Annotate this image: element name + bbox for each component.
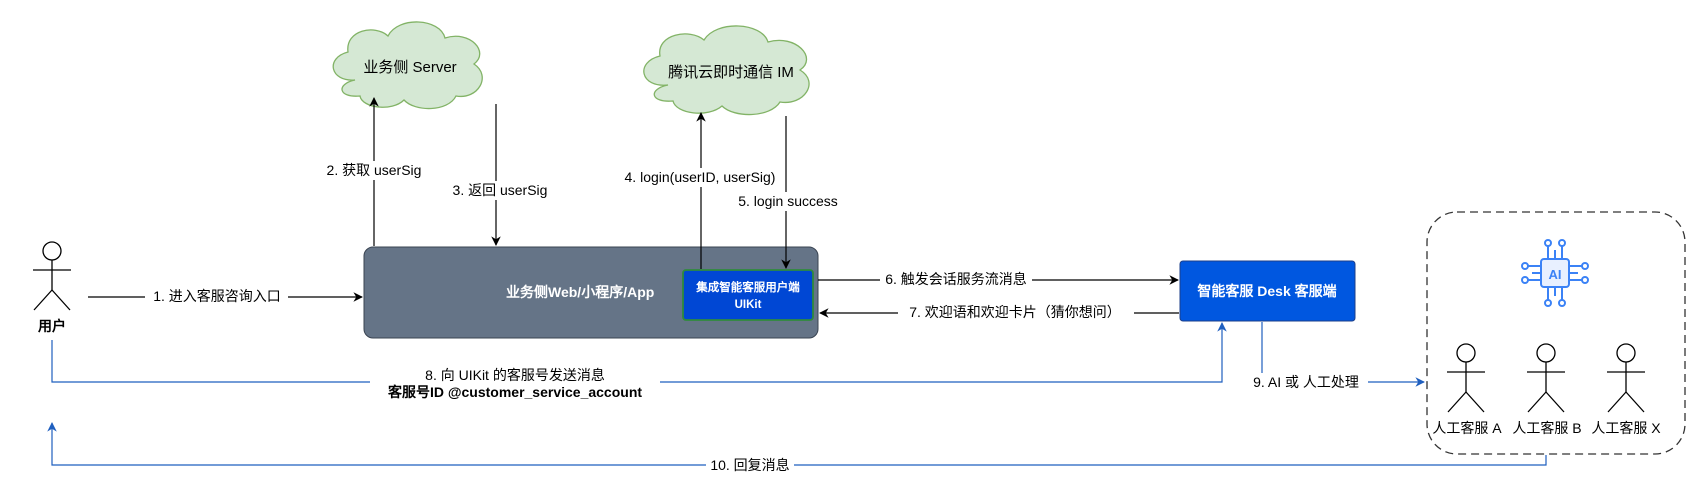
uikit-label-line2: UIKit: [735, 299, 762, 311]
step7-label: 7. 欢迎语和欢迎卡片（猜你想问）: [909, 304, 1121, 320]
step5-label: 5. login success: [738, 193, 838, 209]
user-label: 用户: [38, 318, 66, 334]
uikit-label-line1: 集成智能客服用户端: [695, 280, 800, 294]
cloud-im-label: 腾讯云即时通信 IM: [668, 64, 794, 81]
desk-box: [1179, 260, 1356, 322]
cloud-server-label: 业务侧 Server: [363, 59, 456, 76]
ai-chip-icon: [1521, 239, 1589, 307]
agent-x-label: 人工客服 X: [1591, 420, 1661, 436]
step3-label: 3. 返回 userSig: [453, 182, 548, 198]
step8-label-line2: 客服号ID @customer_service_account: [387, 384, 642, 400]
cloud-im: 腾讯云即时通信 IM: [643, 25, 810, 116]
cloud-server: 业务侧 Server: [332, 21, 483, 110]
agent-b-label: 人工客服 B: [1512, 420, 1581, 436]
ai-badge-text: AI: [1549, 267, 1562, 282]
step10-label: 10. 回复消息: [710, 457, 789, 473]
user-actor: [33, 241, 71, 311]
agent-group: [1426, 211, 1686, 455]
step1-label: 1. 进入客服咨询入口: [153, 288, 281, 304]
step2-label: 2. 获取 userSig: [327, 162, 422, 178]
desk-label: 智能客服 Desk 客服端: [1196, 283, 1336, 299]
step6-label: 6. 触发会话服务流消息: [885, 271, 1027, 287]
agent-a-actor: [1447, 343, 1485, 413]
agent-b-actor: [1527, 343, 1565, 413]
step9-label: 9. AI 或 人工处理: [1253, 374, 1359, 390]
arrow-step10: [47, 422, 1547, 466]
agent-a-label: 人工客服 A: [1432, 420, 1502, 436]
uikit-box: [682, 269, 814, 321]
agent-x-actor: [1607, 343, 1645, 413]
step4-label: 4. login(userID, userSig): [625, 169, 776, 185]
step8-label-line1: 8. 向 UIKit 的客服号发送消息: [425, 367, 605, 383]
business-app-label: 业务侧Web/小程序/App: [506, 284, 654, 300]
